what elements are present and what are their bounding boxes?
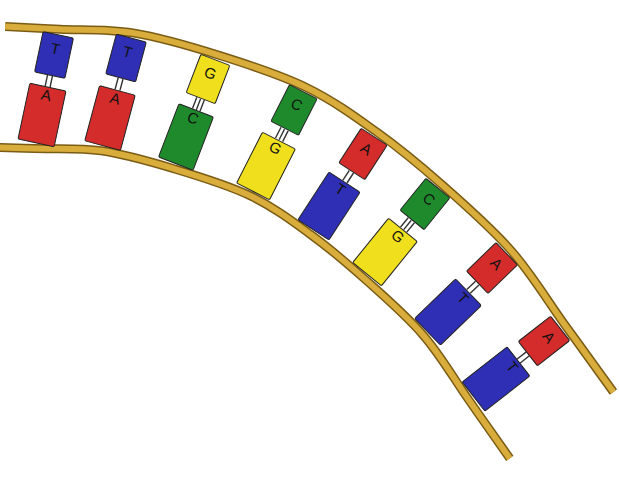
nucleotide-base: A	[17, 83, 66, 148]
top-backbone	[5, 27, 613, 393]
base-letter: G	[202, 58, 220, 82]
bond-line	[520, 356, 529, 363]
base-letter: T	[450, 289, 471, 310]
base-letter: T	[329, 180, 348, 203]
bond-line	[276, 127, 282, 138]
base-letter: C	[183, 109, 201, 132]
bond-line	[120, 79, 123, 91]
nucleotide-base: C	[158, 103, 214, 171]
base-letter: A	[358, 134, 378, 157]
bottom-backbone	[0, 147, 510, 459]
bond-line	[50, 76, 53, 88]
base-letter: T	[50, 34, 63, 56]
bond-line	[470, 285, 479, 293]
base-letter: A	[38, 87, 52, 110]
base-letter: T	[121, 38, 135, 61]
base-letter: C	[420, 185, 442, 208]
bond-line	[193, 97, 197, 108]
bond-line	[343, 170, 350, 180]
bond-line	[200, 100, 204, 111]
bond-line	[401, 218, 409, 227]
nucleotide-base: T	[105, 34, 147, 83]
bond-line	[467, 281, 476, 289]
bond-line	[347, 173, 354, 183]
hydrogen-bond	[115, 78, 123, 91]
bond-line	[115, 78, 118, 90]
bottom-backbone-outline	[0, 147, 510, 459]
base-letter: A	[488, 251, 510, 273]
nucleotide-base: T	[34, 31, 74, 79]
bond-line	[196, 99, 200, 110]
base-letter: A	[107, 90, 122, 113]
bond-line	[45, 75, 48, 87]
base-letter: T	[498, 358, 520, 378]
top-backbone-outline	[5, 27, 613, 393]
base-letter: G	[264, 138, 284, 162]
bond-line	[517, 352, 526, 359]
nucleotide-base: A	[84, 85, 136, 151]
base-letter: C	[289, 90, 308, 114]
base-letter: A	[541, 325, 564, 346]
base-letter: G	[385, 227, 407, 251]
